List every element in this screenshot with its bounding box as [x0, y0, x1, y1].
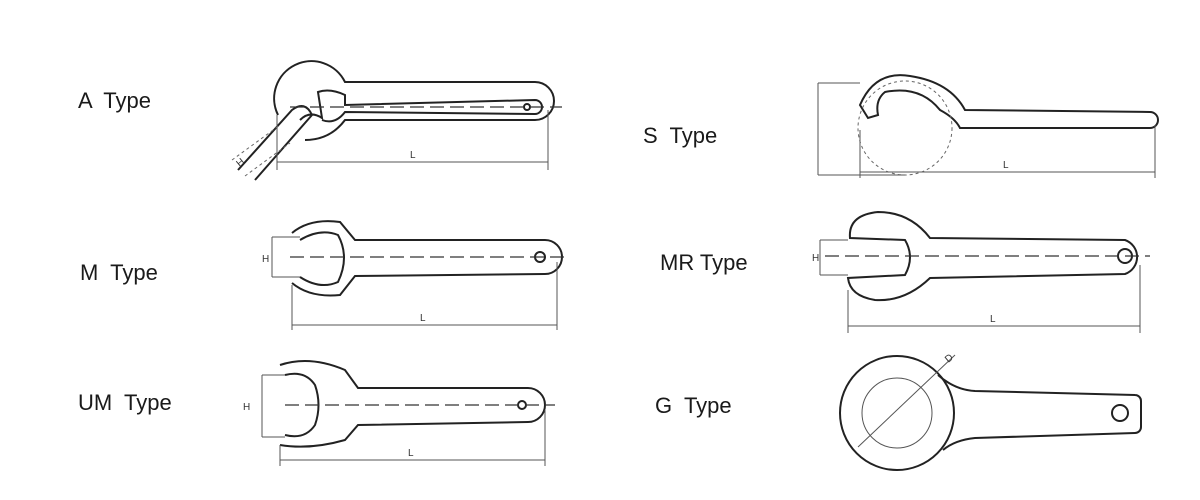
g-type-label: G Type [655, 393, 732, 418]
g-d-dim: D [943, 352, 956, 365]
m-type-label: M Type [80, 260, 158, 285]
a-type-label: A Type [78, 88, 151, 113]
m-l-dim: L [420, 313, 426, 324]
s-type-label: S Type [643, 123, 718, 148]
s-type-wrench-drawing: L [817, 74, 1159, 178]
um-type-label: UM Type [78, 390, 172, 415]
um-h-dim: H [243, 402, 250, 413]
mr-type-label: MR Type [660, 250, 748, 275]
m-h-dim: H [262, 254, 269, 265]
g-type-wrench-drawing: D [839, 352, 1142, 471]
um-type-wrench-drawing: H L [243, 360, 555, 466]
s-l-dim: L [1003, 160, 1009, 171]
a-l-dim: L [410, 150, 416, 161]
a-type-wrench-drawing: H L [231, 60, 562, 181]
m-type-wrench-drawing: H L [262, 220, 570, 330]
mr-h-dim: H [812, 253, 819, 264]
um-l-dim: L [408, 448, 414, 459]
a-h-dim: H [234, 156, 247, 169]
mr-l-dim: L [990, 314, 996, 325]
mr-type-wrench-drawing: H L [812, 210, 1150, 333]
